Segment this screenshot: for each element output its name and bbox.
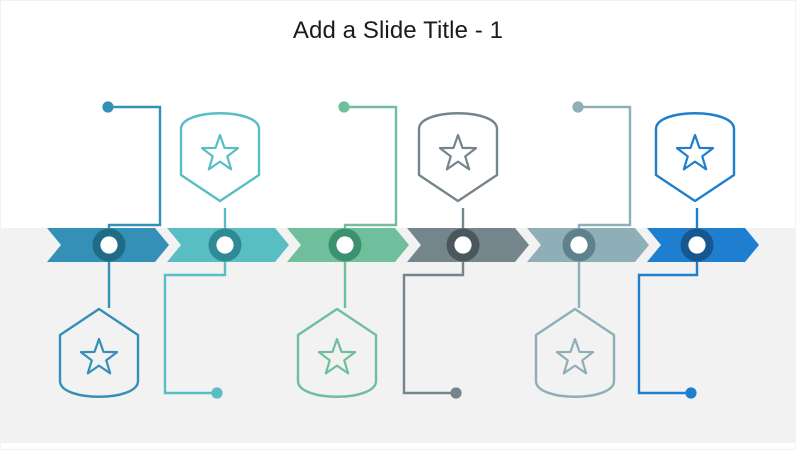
page-title: Add a Slide Title - 1: [292, 17, 504, 44]
badge-shield-4[interactable]: [417, 112, 499, 203]
connector-dot-5: [572, 101, 584, 113]
process-step-6: [637, 112, 759, 399]
connector-line-2: [163, 261, 227, 395]
connector-line-1: [107, 105, 162, 229]
badge-shield-5[interactable]: [534, 307, 616, 398]
star-icon-5: [555, 337, 595, 375]
star-icon-4: [438, 133, 478, 171]
badge-shield-2[interactable]: [179, 112, 261, 203]
milestone-core-4: [454, 236, 472, 254]
connector-line-6: [637, 261, 699, 395]
background-band: [1, 228, 795, 443]
connector-dot-6: [685, 387, 697, 399]
badge-shield-3[interactable]: [296, 307, 378, 398]
connector-line-3: [343, 105, 398, 229]
process-step-4: [402, 112, 529, 399]
star-icon-1: [79, 337, 119, 375]
milestone-core-1: [100, 236, 118, 254]
connector-dot-1: [102, 101, 114, 113]
connector-line-5: [577, 105, 632, 229]
connector-dot-3: [338, 101, 350, 113]
connector-dot-2: [211, 387, 223, 399]
milestone-core-2: [216, 236, 234, 254]
star-icon-3: [317, 337, 357, 375]
connector-line-4: [402, 261, 465, 395]
process-step-2: [163, 112, 289, 399]
star-icon-6: [675, 133, 715, 171]
process-step-5: [527, 101, 649, 398]
badge-shield-6[interactable]: [654, 112, 736, 203]
milestone-core-5: [570, 236, 588, 254]
process-step-3: [287, 101, 409, 398]
milestone-core-6: [688, 236, 706, 254]
process-step-1: [47, 101, 169, 398]
badge-shield-1[interactable]: [58, 307, 140, 398]
connector-dot-4: [450, 387, 462, 399]
star-icon-2: [200, 133, 240, 171]
milestone-core-3: [336, 236, 354, 254]
